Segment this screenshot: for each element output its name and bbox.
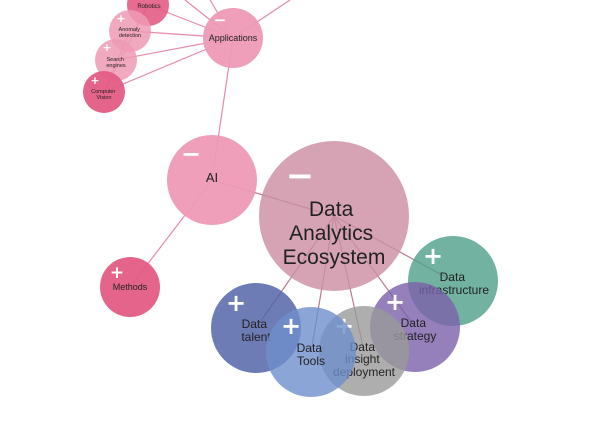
node-data-analytics-ecosystem[interactable]: − Data Analytics Ecosystem	[259, 141, 409, 291]
node-search-circle	[95, 39, 137, 81]
node-anomaly-toggle-icon[interactable]: +	[116, 12, 125, 25]
node-robotics-label: Robotics	[137, 4, 160, 10]
node-talent-label: Data talent	[241, 317, 271, 344]
node-ai-toggle-icon[interactable]: −	[181, 140, 201, 168]
node-ai-label: AI	[206, 170, 218, 185]
node-search-toggle-icon[interactable]: +	[102, 41, 111, 54]
node-ai-circle	[167, 135, 257, 225]
node-strategy-toggle-icon[interactable]: +	[385, 288, 405, 316]
node-hub-toggle-icon[interactable]: −	[286, 156, 315, 196]
node-anomaly-label: Anomaly detection	[119, 27, 142, 39]
node-computer-vision[interactable]: + Computer Vision	[83, 71, 125, 113]
node-data-tools[interactable]: + Data Tools	[266, 307, 356, 397]
node-vision-circle	[83, 71, 125, 113]
node-applications-toggle-icon[interactable]: −	[214, 11, 227, 29]
node-tools-circle	[266, 307, 356, 397]
node-search-engines[interactable]: + Search engines	[95, 39, 137, 81]
node-methods-label: Methods	[113, 282, 148, 292]
node-infrastructure-toggle-icon[interactable]: +	[423, 242, 443, 270]
node-search-label: Search engines	[106, 57, 126, 69]
node-applications[interactable]: − Applications	[203, 8, 263, 68]
node-tools-toggle-icon[interactable]: +	[281, 312, 301, 340]
node-vision-label: Computer Vision	[91, 89, 117, 101]
node-hub-label: Data Analytics Ecosystem	[283, 198, 386, 269]
node-vision-toggle-icon[interactable]: +	[90, 74, 99, 87]
node-hub-circle	[259, 141, 409, 291]
node-tools-label: Data Tools	[297, 341, 326, 368]
node-methods[interactable]: + Methods	[100, 257, 160, 317]
node-methods-circle	[100, 257, 160, 317]
node-methods-toggle-icon[interactable]: +	[110, 263, 124, 283]
node-applications-label: Applications	[209, 33, 258, 43]
node-talent-toggle-icon[interactable]: +	[226, 289, 246, 317]
node-ai[interactable]: − AI	[167, 135, 257, 225]
node-applications-circle	[203, 8, 263, 68]
